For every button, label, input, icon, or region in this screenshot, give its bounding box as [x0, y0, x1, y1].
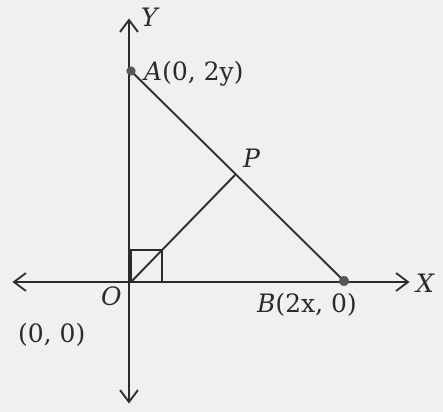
point-b-label: B(2x, 0)	[256, 289, 357, 318]
point-b-dot	[339, 276, 349, 286]
x-axis-label: X	[414, 269, 435, 298]
x-axis-arrow-right	[395, 272, 410, 292]
origin-label: O	[101, 282, 122, 311]
point-b-name: B	[256, 289, 275, 318]
x-axis-arrow-left	[12, 272, 27, 292]
point-a-dot	[126, 66, 136, 76]
y-axis-arrow-up	[119, 18, 139, 33]
point-b-coords: (2x, 0)	[275, 289, 356, 318]
segment-op	[130, 174, 236, 283]
point-a-name: A	[142, 57, 162, 86]
point-a-coords: (0, 2y)	[162, 57, 243, 86]
point-a-label: A(0, 2y)	[142, 57, 243, 86]
right-angle-marker	[130, 249, 163, 283]
segment-ab	[130, 70, 345, 282]
point-p-label: P	[242, 144, 261, 173]
y-axis-arrow-down	[119, 389, 139, 404]
y-axis-label: Y	[141, 3, 160, 32]
origin-coords-label: (0, 0)	[18, 319, 85, 348]
